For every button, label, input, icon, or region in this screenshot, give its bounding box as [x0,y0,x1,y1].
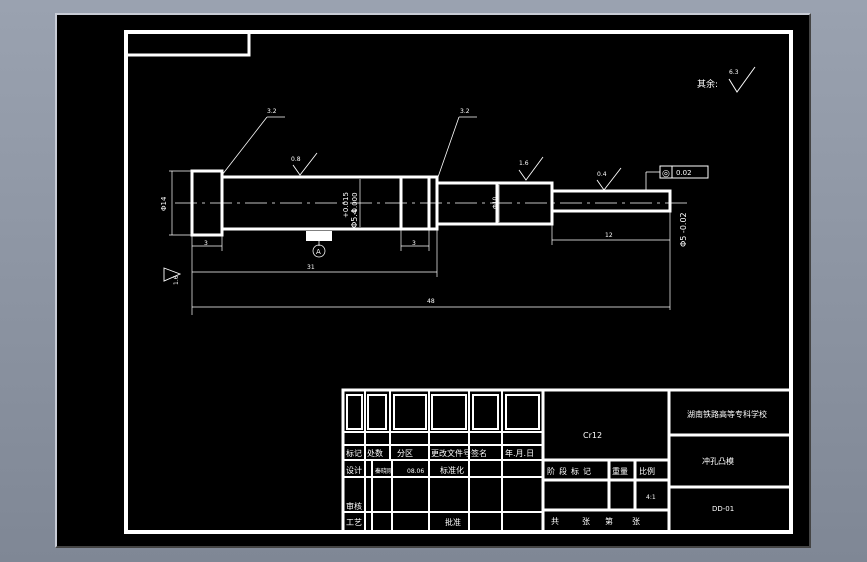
row-process-label: 工艺 [346,518,362,527]
weight-label: 重量 [612,466,628,476]
stage-label-4: 记 [583,467,591,476]
header-mark: 标记 [346,448,362,458]
title-block-grid [343,390,543,532]
surface-mark-s3 [596,167,622,191]
general-roughness-symbol [728,66,756,93]
technical-drawing: 其余: 6.3 Φ14 Φ5.4 +0.015 -0.000 Φ10 Φ5 -0… [124,30,793,534]
surface-mark-s4 [163,267,182,282]
row-review-label: 审核 [346,501,362,511]
school-name: 湖南铁路高等专科学校 [687,409,767,419]
header-zone: 分区 [397,449,413,458]
title-block-small-cells [346,394,540,430]
surface-mark-s4-value: 1.6 [173,275,180,285]
sheet-label-1: 共 [551,517,559,526]
dim-main-label: 31 [307,264,315,271]
dim-mid-label: 3 [412,240,416,247]
callout-left-leader [221,116,268,176]
general-roughness-label: 其余: [697,78,718,90]
geom-tolerance-symbol: ◎ [662,169,670,179]
sheet-label-4: 张 [632,517,640,526]
part-name: 冲孔凸模 [702,456,734,466]
surface-mark-s3-value: 0.4 [597,171,607,178]
header-file: 更改文件号 [431,448,471,458]
mid-dia-label: Φ10 [492,196,499,209]
surface-mark-s2 [518,156,544,181]
row-design-name: 秦晓刚 [375,467,393,475]
callout-middle-value: 3.2 [460,108,470,115]
sheet-label-2: 张 [582,517,590,526]
main-dia-upper: +0.015 [342,192,350,218]
main-dia-label: Φ5.4 [350,209,359,228]
callout-left-value: 3.2 [267,108,277,115]
main-dia-lower: -0.000 [351,192,359,215]
stage-label-3: 标 [571,466,579,476]
dim-head-label: 3 [204,240,208,247]
cad-viewport[interactable]: 其余: 6.3 Φ14 Φ5.4 +0.015 -0.000 Φ10 Φ5 -0… [55,13,811,548]
datum-circle [312,244,326,258]
scale-value: 4:1 [646,494,656,501]
stage-label-1: 阶 [547,466,555,476]
material-label: Cr12 [583,431,602,440]
header-date: 年.月.日 [505,448,534,458]
surface-mark-s1-value: 0.8 [291,156,301,163]
approve-label: 批准 [445,517,461,527]
surface-mark-s1 [292,152,318,176]
surface-mark-s2-value: 1.6 [519,160,529,167]
corner-box [124,30,251,57]
scale-label: 比例 [639,466,655,476]
general-roughness-value: 6.3 [729,69,739,76]
stage-label-2: 段 [559,466,567,476]
head-dia-label: Φ14 [160,196,168,211]
header-sign: 签名 [471,448,487,458]
datum-letter: A [316,248,321,256]
sheet-label-3: 第 [605,516,613,526]
callout-middle-leader [436,116,460,181]
row-design-std: 标准化 [440,465,464,475]
dim-total-label: 48 [427,298,435,305]
tip-dia-label: Φ5 -0.02 [679,212,688,247]
drawing-number: DD-01 [712,505,734,513]
dim-tip-label: 12 [605,232,613,239]
geom-tolerance-value: 0.02 [676,169,692,177]
datum-base-block [306,231,332,241]
header-count: 处数 [367,448,383,458]
row-design-date: 08.06 [407,468,424,475]
title-block [341,388,793,534]
row-design-label: 设计 [346,465,362,475]
